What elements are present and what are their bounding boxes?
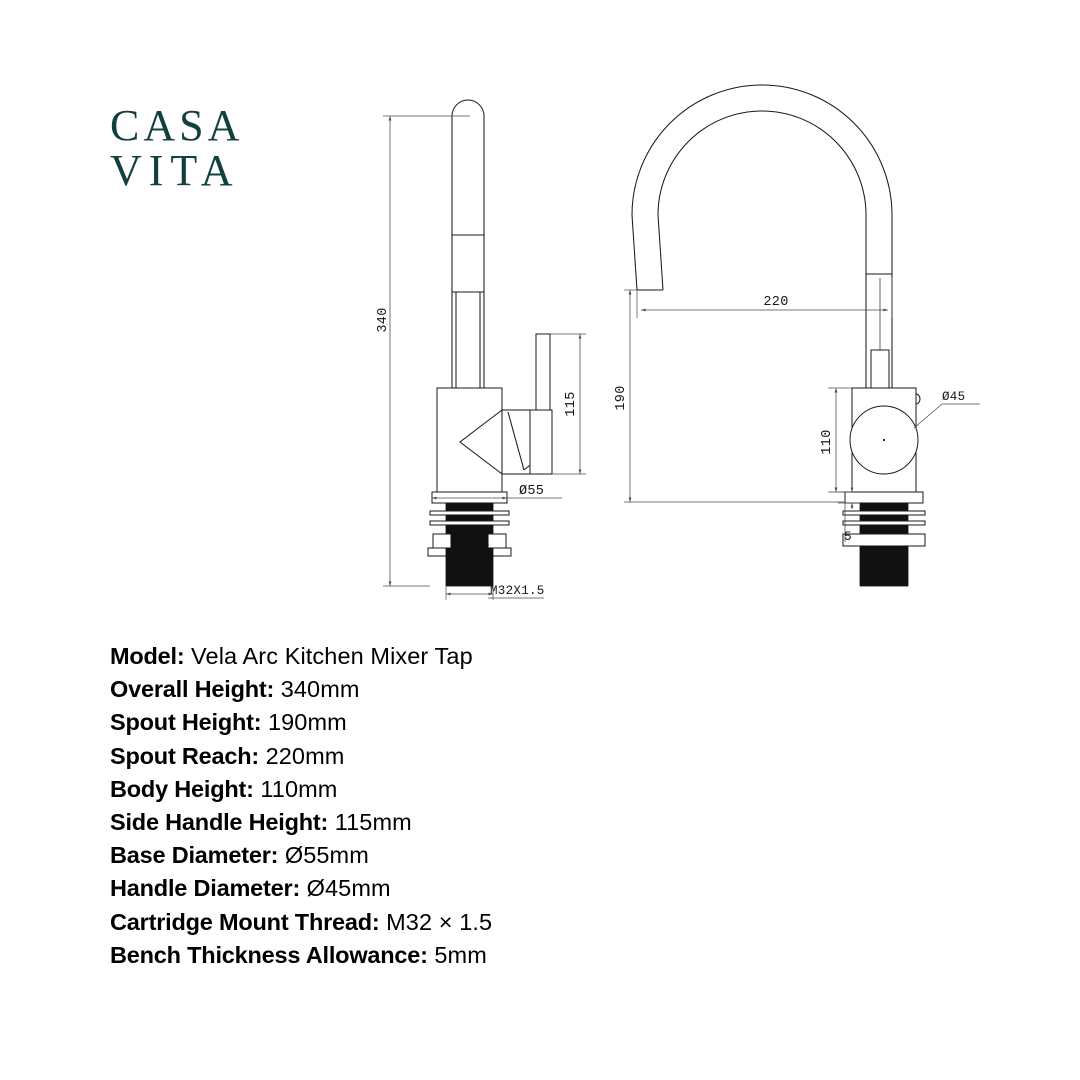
side-elevation-geometry xyxy=(631,84,926,587)
dim-label-220: 220 xyxy=(763,295,788,310)
spec-row-body-height: Body Height: 110mm xyxy=(110,773,810,806)
spec-label: Body Height: xyxy=(110,775,254,802)
spec-label: Bench Thickness Allowance: xyxy=(110,941,428,968)
dim-spout-reach: 220 xyxy=(636,278,893,318)
spec-value: 110mm xyxy=(260,775,338,802)
brand-logo-line-2: VITA xyxy=(110,145,240,195)
spec-label: Spout Height: xyxy=(110,709,262,736)
technical-drawing: 340 115 Ø55 M32X1.5 xyxy=(376,84,980,600)
dim-side-handle-height: 115 xyxy=(550,333,586,475)
spec-value: 190mm xyxy=(267,709,347,736)
dim-label-d45: Ø45 xyxy=(942,390,965,404)
dim-body-height: 110 xyxy=(820,387,852,493)
spec-label: Cartridge Mount Thread: xyxy=(110,908,380,935)
spec-value: 5mm xyxy=(434,941,487,968)
dim-bench-thickness: 5 xyxy=(838,486,860,544)
spec-row-base-diameter: Base Diameter: Ø55mm xyxy=(110,839,810,872)
dim-base-diameter: Ø55 xyxy=(432,484,562,500)
spec-label: Overall Height: xyxy=(110,676,275,703)
spec-label: Side Handle Height: xyxy=(110,809,329,836)
spec-label: Model: xyxy=(110,643,185,669)
dim-label-5: 5 xyxy=(844,530,852,544)
front-elevation-geometry xyxy=(427,99,553,587)
dim-label-115: 115 xyxy=(564,391,579,416)
spec-label: Spout Reach: xyxy=(110,742,260,769)
dim-handle-diameter: Ø45 xyxy=(913,390,980,429)
spec-row-side-handle-height: Side Handle Height: 115mm xyxy=(110,806,810,839)
spec-value: M32 × 1.5 xyxy=(386,908,493,935)
dim-overall-height: 340 xyxy=(376,115,470,587)
dim-label-d55: Ø55 xyxy=(519,484,544,499)
spec-value: 220mm xyxy=(265,742,345,769)
dim-label-340: 340 xyxy=(376,307,391,332)
brand-logo-line-1: CASA xyxy=(110,101,244,150)
spec-value: Ø45mm xyxy=(306,875,391,902)
spec-row-bench-thickness-allowance: Bench Thickness Allowance: 5mm xyxy=(110,939,810,972)
spec-value: 340mm xyxy=(280,676,360,703)
dim-label-190: 190 xyxy=(614,385,629,410)
dim-mount-thread: M32X1.5 xyxy=(445,584,545,600)
spec-row-overall-height: Overall Height: 340mm xyxy=(110,673,810,706)
spec-value: 115mm xyxy=(334,809,412,836)
dim-label-110: 110 xyxy=(820,429,835,454)
specification-list: Model: Vela Arc Kitchen Mixer Tap Overal… xyxy=(110,640,810,972)
spec-row-model: Model: Vela Arc Kitchen Mixer Tap xyxy=(110,640,810,673)
spec-row-spout-height: Spout Height: 190mm xyxy=(110,706,810,739)
spec-value: Ø55mm xyxy=(284,842,369,869)
spec-label: Handle Diameter: xyxy=(110,875,301,902)
spec-row-handle-diameter: Handle Diameter: Ø45mm xyxy=(110,872,810,905)
spec-row-spout-reach: Spout Reach: 220mm xyxy=(110,740,810,773)
spec-value: Vela Arc Kitchen Mixer Tap xyxy=(191,643,473,669)
spec-label: Base Diameter: xyxy=(110,842,279,869)
dim-label-m32: M32X1.5 xyxy=(490,584,545,598)
spec-row-cartridge-mount-thread: Cartridge Mount Thread: M32 × 1.5 xyxy=(110,906,810,939)
brand-logo: CASA VITA xyxy=(110,101,350,195)
dim-spout-height: 190 xyxy=(614,289,845,503)
